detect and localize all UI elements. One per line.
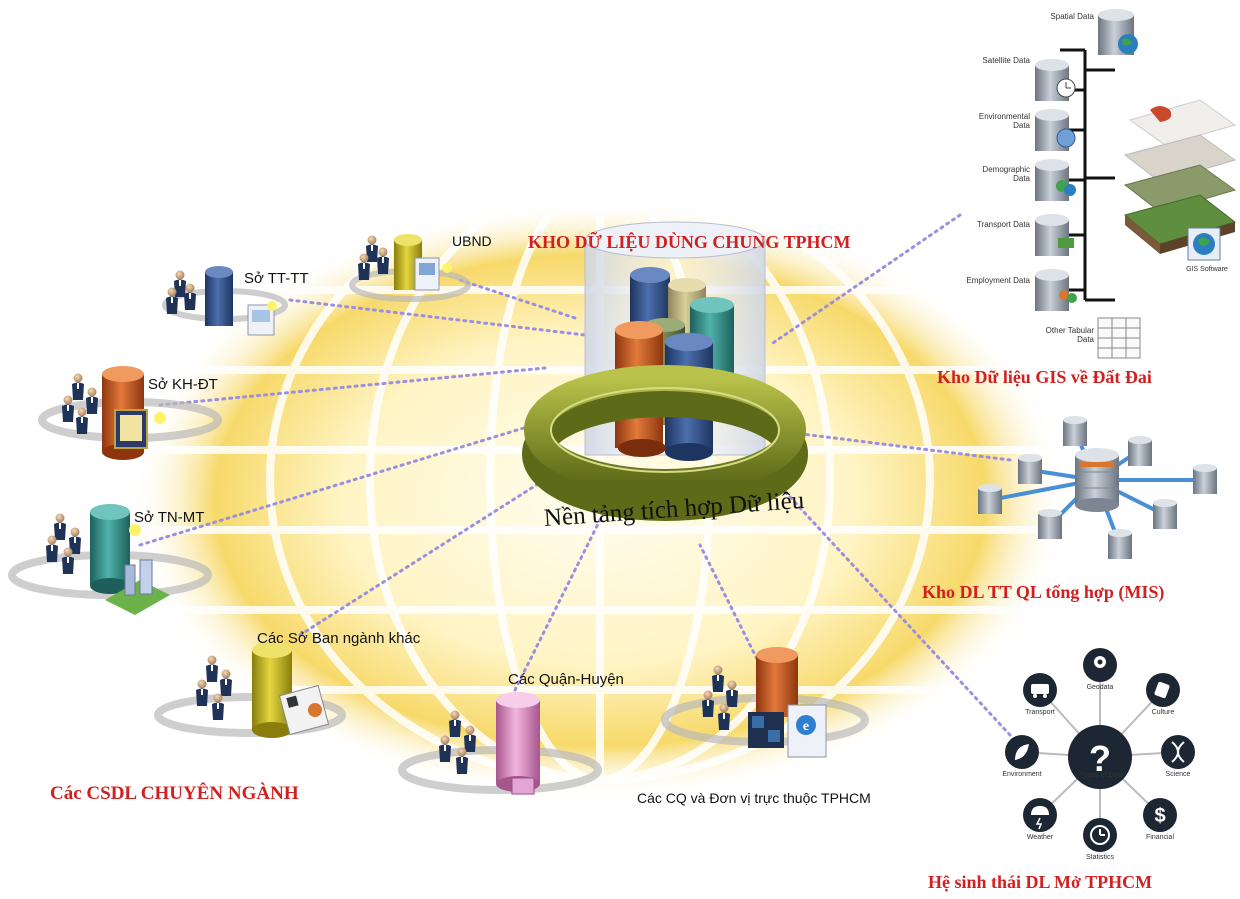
so-khdt-label: Sở KH-ĐT xyxy=(148,376,218,393)
quan-huyen-node xyxy=(398,692,602,795)
so-khdt-node xyxy=(38,366,222,460)
open-data-node-geodata: Geodata xyxy=(1086,684,1114,691)
open-data-node-culture: Culture xyxy=(1151,709,1175,716)
open-data-node-science: Science xyxy=(1165,771,1191,778)
svg-text:$: $ xyxy=(1154,805,1165,827)
ubnd-node xyxy=(349,234,471,302)
so-tttt-label: Sở TT-TT xyxy=(244,270,309,287)
open-data-node-financial: Financial xyxy=(1145,834,1174,841)
central-data-warehouse xyxy=(522,221,808,521)
gis-layer-demographic: Demographic Data xyxy=(982,165,1030,183)
mis-title: Kho DL TT QL tổng hợp (MIS) xyxy=(922,582,1165,602)
so-ban-nganh-node xyxy=(154,642,346,738)
open-data-ecosystem: ? $ xyxy=(1005,648,1195,852)
so-ban-nganh-label: Các Sở Ban ngành khác xyxy=(257,630,421,647)
gis-layer-transport: Transport Data xyxy=(976,220,1030,229)
gis-layer-satellite: Satellite Data xyxy=(982,56,1030,65)
gis-title: Kho Dữ liệu GIS về Đất Đai xyxy=(937,367,1152,387)
gis-layer-employment: Employment Data xyxy=(966,276,1030,285)
svg-text:?: ? xyxy=(1089,738,1111,779)
open-data-center-label: Types of Data xyxy=(1080,772,1124,779)
open-data-node-statistics: Statistics xyxy=(1085,854,1114,861)
cq-don-vi-node: e xyxy=(661,647,869,758)
mis-network xyxy=(978,416,1217,559)
so-tnmt-label: Sở TN-MT xyxy=(134,509,205,526)
gis-layer-environmental: Environmental Data xyxy=(978,112,1030,130)
ubnd-label: UBND xyxy=(452,233,492,249)
gis-stack xyxy=(1035,9,1237,359)
central-title: KHO DỮ LIỆU DÙNG CHUNG TPHCM xyxy=(528,232,851,252)
open-data-node-weather: Weather xyxy=(1026,834,1054,841)
open-data-node-environment: Environment xyxy=(1002,771,1042,778)
cq-don-vi-label: Các CQ và Đơn vị trực thuộc TPHCM xyxy=(637,790,871,806)
csdl-chuyen-nganh-title: Các CSDL CHUYÊN NGÀNH xyxy=(50,783,299,804)
gis-software-label: GIS Software xyxy=(1186,266,1228,273)
gis-layer-spatial: Spatial Data xyxy=(1050,12,1094,21)
svg-text:e: e xyxy=(803,719,809,734)
open-data-title: Hệ sinh thái DL Mở TPHCM xyxy=(928,872,1153,892)
gis-layer-tabular: Other Tabular Data xyxy=(1045,326,1094,344)
so-tnmt-node xyxy=(8,504,212,615)
connection-lines xyxy=(138,213,1012,737)
open-data-node-transport: Transport xyxy=(1025,709,1055,716)
quan-huyen-label: Các Quận-Huyện xyxy=(508,671,624,688)
so-tttt-node xyxy=(162,266,288,336)
